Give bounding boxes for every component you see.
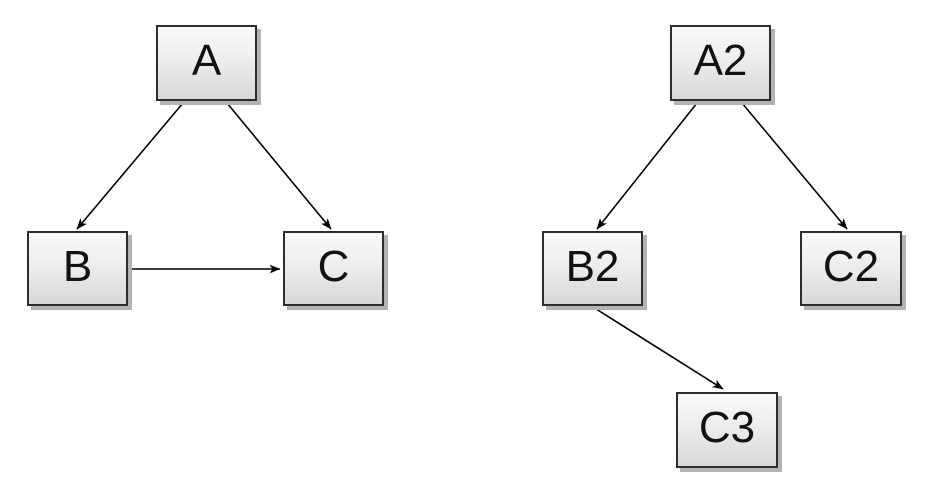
- node-c3: C3: [676, 392, 778, 468]
- node-a-label: A: [191, 36, 222, 85]
- edge-a-to-b: [76, 102, 184, 230]
- node-b2-label: B2: [565, 241, 620, 291]
- node-a2: A2: [670, 25, 771, 101]
- edge-a2-to-b2: [596, 102, 698, 230]
- edge-a-to-c: [226, 102, 332, 230]
- node-c3-label: C3: [698, 403, 756, 452]
- node-b2: B2: [542, 231, 643, 306]
- node-c2-label: C2: [822, 241, 880, 291]
- edge-a2-to-c2: [741, 102, 848, 230]
- node-b: B: [27, 231, 128, 306]
- edge-b2-to-c3: [592, 306, 724, 390]
- node-b-label: B: [62, 241, 93, 291]
- node-c: C: [283, 231, 384, 306]
- node-a2-label: A2: [693, 36, 748, 85]
- node-c2: C2: [800, 231, 902, 306]
- node-a: A: [156, 25, 257, 101]
- node-c-label: C: [317, 241, 350, 291]
